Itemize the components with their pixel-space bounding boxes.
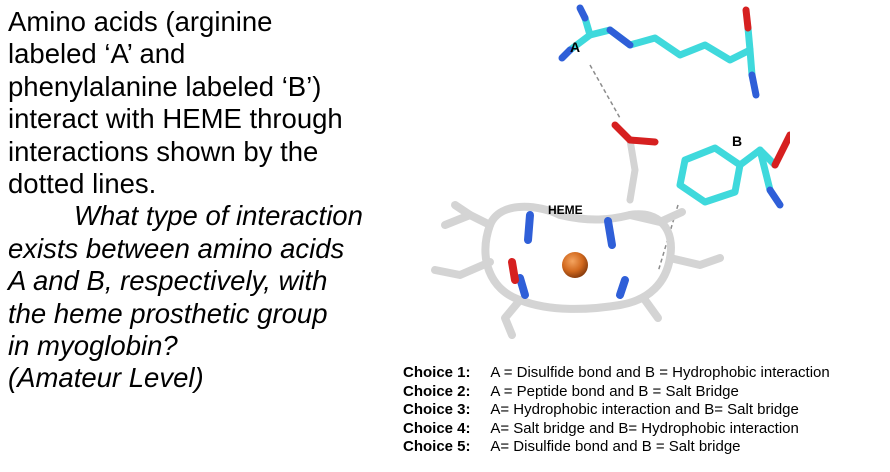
question-level-line: (Amateur Level)	[8, 362, 204, 394]
question-line: dotted lines.	[8, 168, 157, 200]
choice-text: A= Hydrophobic interaction and B= Salt b…	[490, 401, 799, 419]
question-prompt-line: What type of interaction	[8, 200, 408, 232]
choice-label: Choice 1:	[403, 364, 471, 381]
iron-atom	[562, 252, 588, 278]
choice-4[interactable]: Choice 4: A= Salt bridge and B= Hydropho…	[403, 420, 890, 439]
question-line: labeled ‘A’ and	[8, 38, 186, 70]
heme-molecule-diagram: A B	[431, 4, 790, 339]
choice-label: Choice 4:	[403, 419, 471, 437]
heme-porphyrin-sticks	[431, 201, 724, 339]
choice-1[interactable]: Choice 1: A = Disulfide bond and B = Hyd…	[403, 364, 890, 383]
label-a: A	[570, 39, 580, 55]
phenylalanine-sticks	[676, 131, 790, 209]
question-prompt-text: What type of interaction	[74, 200, 363, 232]
interaction-b-dotted-line	[657, 204, 679, 273]
question-line: interact with HEME through	[8, 103, 343, 135]
choice-5[interactable]: Choice 5: A= Disulfide bond and B = Salt…	[403, 438, 890, 457]
choice-text: A= Disulfide bond and B = Salt bridge	[490, 438, 741, 456]
question-prompt-line: exists between amino acids	[8, 232, 345, 264]
choice-label: Choice 5:	[403, 438, 471, 456]
choice-label: Choice 3:	[403, 401, 471, 419]
answer-choices: Choice 1: A = Disulfide bond and B = Hyd…	[403, 364, 890, 457]
choice-text: A= Salt bridge and B= Hydrophobic intera…	[490, 419, 799, 437]
choice-label: Choice 2:	[403, 382, 471, 400]
hydrogen-bond-a-dotted-line	[589, 64, 621, 119]
choice-text: A = Disulfide bond and B = Hydrophobic i…	[490, 364, 830, 381]
question-line: interactions shown by the	[8, 135, 319, 167]
heme-structure-figure: A B	[430, 0, 790, 345]
question-prompt-line: A and B, respectively, with	[8, 265, 328, 297]
heme-carboxylate-sticks	[611, 121, 659, 204]
question-prompt-line: in myoglobin?	[8, 330, 178, 362]
question-line: phenylalanine labeled ‘B’)	[8, 70, 322, 102]
question-text: Amino acids (arginine labeled ‘A’ and ph…	[8, 6, 408, 395]
question-line: Amino acids (arginine	[8, 6, 273, 37]
label-heme: HEME	[548, 203, 583, 217]
choice-3[interactable]: Choice 3: A= Hydrophobic interaction and…	[403, 401, 890, 420]
label-b: B	[732, 133, 742, 149]
arginine-sticks	[558, 4, 760, 99]
choice-text: A = Peptide bond and B = Salt Bridge	[490, 382, 739, 400]
choice-2[interactable]: Choice 2: A = Peptide bond and B = Salt …	[403, 383, 890, 402]
question-prompt-line: the heme prosthetic group	[8, 297, 328, 329]
